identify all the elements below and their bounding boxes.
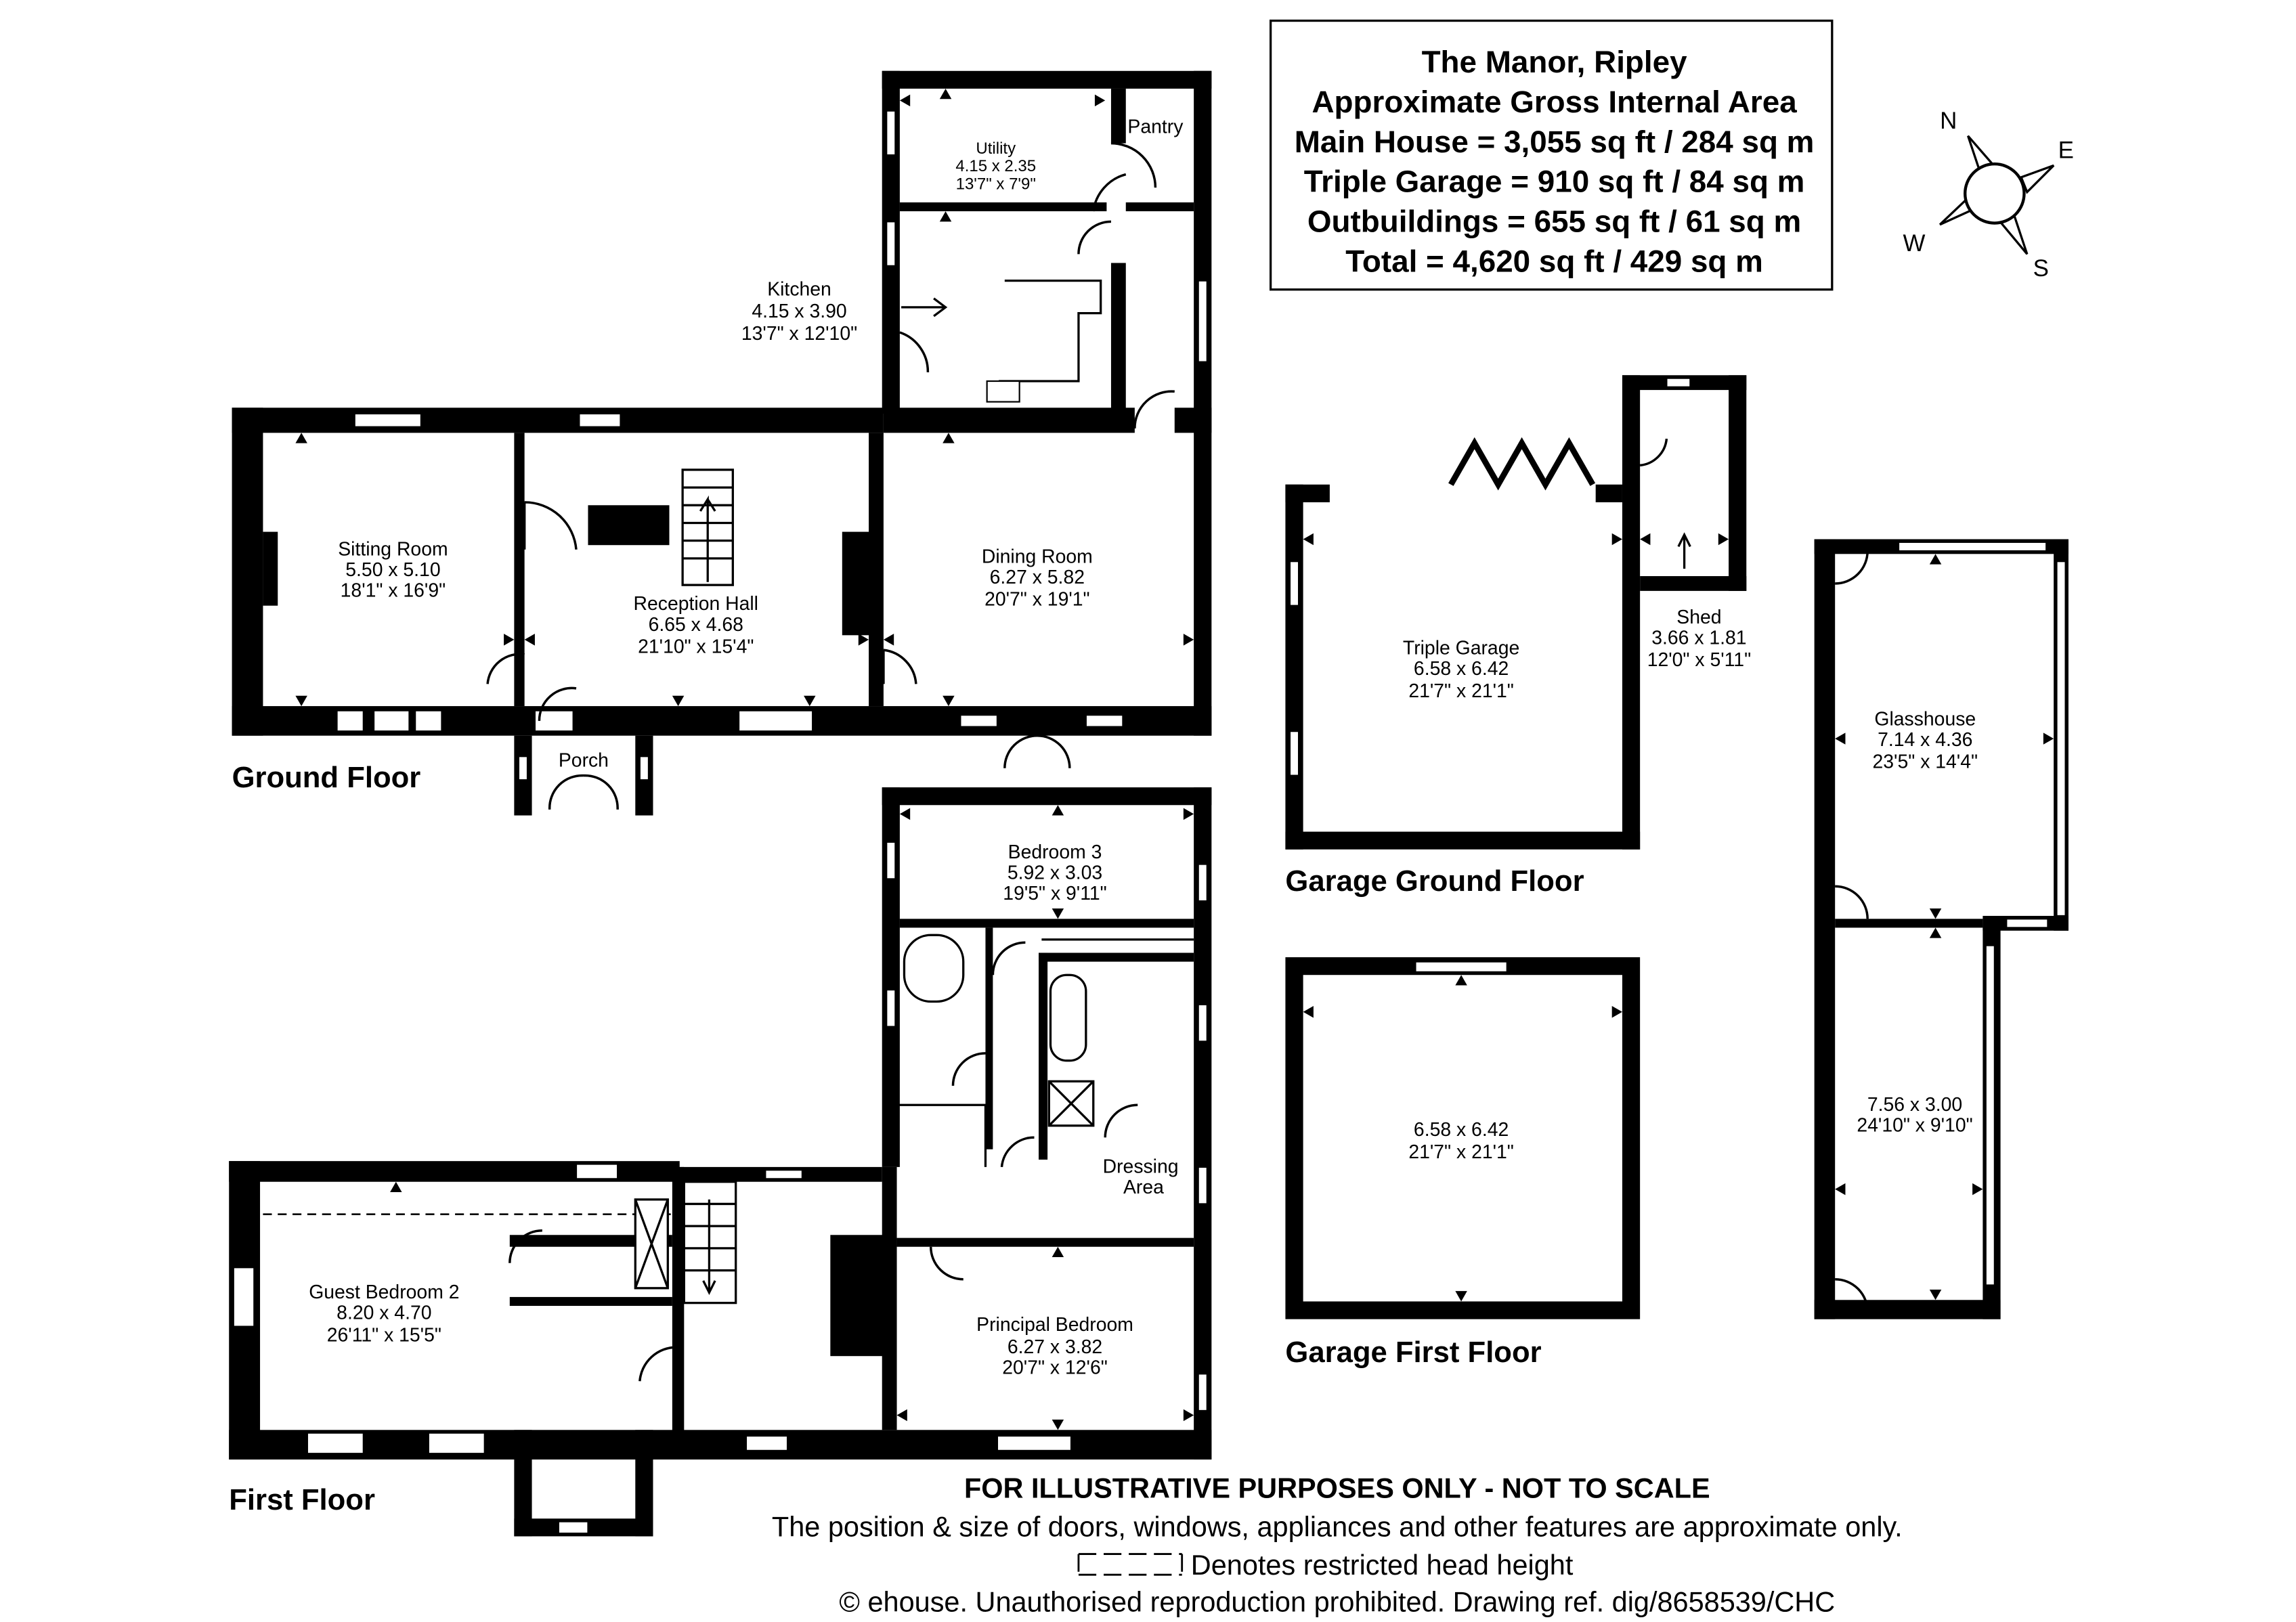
ground-floor-label: Ground Floor	[232, 761, 421, 794]
room-metric: 6.58 x 6.42	[1414, 1119, 1509, 1141]
room-garage-first-floor: 6.58 x 6.42 21'7" x 21'1"	[1408, 1119, 1514, 1163]
room-metric: 7.14 x 4.36	[1878, 729, 1972, 751]
restricted-head-height-legend-icon	[1077, 1553, 1184, 1576]
room-imperial: 19'5" x 9'11"	[1003, 883, 1106, 904]
room-porch: Porch	[559, 750, 609, 772]
room-metric: 5.92 x 3.03	[1008, 862, 1102, 883]
room-imperial: 21'7" x 21'1"	[1408, 680, 1514, 702]
room-imperial: 12'0" x 5'11"	[1647, 649, 1751, 671]
compass-south: S	[2033, 255, 2049, 282]
area-total: Total = 4,620 sq ft / 429 sq m	[1345, 244, 1763, 279]
room-utility: Utility 4.15 x 2.35 13'7" x 7'9"	[955, 139, 1036, 193]
room-imperial: 13'7" x 7'9"	[956, 175, 1036, 193]
ground-floor-plan: Ground Floor	[232, 70, 1212, 816]
room-imperial: 24'10" x 9'10"	[1857, 1115, 1972, 1137]
room-pantry: Pantry	[1127, 116, 1184, 137]
room-sitting-room: Sitting Room 5.50 x 5.10 18'1" x 16'9"	[338, 538, 448, 601]
room-imperial: 26'11" x 15'5"	[327, 1324, 441, 1346]
room-name: Utility	[976, 139, 1016, 158]
area-summary-box: The Manor, Ripley Approximate Gross Inte…	[1269, 19, 1834, 291]
area-outbuildings: Outbuildings = 655 sq ft / 61 sq m	[1307, 204, 1801, 239]
first-floor-label: First Floor	[229, 1483, 375, 1516]
restricted-head-height-legend: Denotes restricted head height	[1191, 1549, 1574, 1581]
room-name: Shed	[1676, 607, 1721, 628]
room-name: Reception Hall	[634, 593, 758, 615]
garage-first-floor-label: Garage First Floor	[1285, 1336, 1541, 1369]
room-name-line1: Dressing	[1103, 1156, 1179, 1178]
room-reception-hall: Reception Hall 6.65 x 4.68 21'10" x 15'4…	[634, 593, 758, 657]
plan-subtitle: Approximate Gross Internal Area	[1312, 85, 1797, 119]
garage-first-floor-plan: Garage First Floor	[1285, 957, 1641, 1369]
room-name: Principal Bedroom	[976, 1314, 1133, 1336]
room-metric: 3.66 x 1.81	[1651, 627, 1746, 649]
room-name: Dining Room	[982, 546, 1093, 567]
room-dining-room: Dining Room 6.27 x 5.82 20'7" x 19'1"	[982, 546, 1093, 610]
first-floor-plan: First Floor	[229, 787, 1212, 1537]
room-metric: 6.58 x 6.42	[1414, 658, 1509, 680]
room-metric: 8.20 x 4.70	[337, 1302, 431, 1324]
room-imperial: 21'7" x 21'1"	[1408, 1141, 1514, 1163]
room-imperial: 18'1" x 16'9"	[341, 580, 446, 602]
room-metric: 4.15 x 2.35	[955, 157, 1036, 175]
compass-north: N	[1940, 108, 1957, 134]
room-kitchen: Kitchen 4.15 x 3.90 13'7" x 12'10"	[741, 278, 857, 344]
room-dressing-area: Dressing Area	[1103, 1156, 1179, 1199]
room-imperial: 13'7" x 12'10"	[741, 323, 857, 345]
compass-east: E	[2058, 137, 2074, 164]
room-imperial: 23'5" x 14'4"	[1873, 751, 1978, 773]
plan-title: The Manor, Ripley	[1422, 45, 1688, 79]
area-main-house: Main House = 3,055 sq ft / 284 sq m	[1295, 125, 1815, 159]
room-metric: 6.27 x 3.82	[1008, 1336, 1102, 1358]
room-imperial: 20'7" x 19'1"	[984, 589, 1090, 611]
room-imperial: 21'10" x 15'4"	[638, 636, 754, 658]
disclaimer: FOR ILLUSTRATIVE PURPOSES ONLY - NOT TO …	[964, 1472, 1710, 1504]
copyright: © ehouse. Unauthorised reproduction proh…	[839, 1586, 1835, 1618]
approximation-note: The position & size of doors, windows, a…	[772, 1510, 1903, 1542]
room-principal-bedroom: Principal Bedroom 6.27 x 3.82 20'7" x 12…	[976, 1314, 1133, 1378]
room-metric: 6.65 x 4.68	[649, 614, 743, 636]
area-triple-garage: Triple Garage = 910 sq ft / 84 sq m	[1304, 165, 1805, 199]
room-name: Triple Garage	[1403, 638, 1519, 659]
room-name: Sitting Room	[338, 538, 448, 560]
room-metric: 7.56 x 3.00	[1867, 1094, 1962, 1116]
room-bedroom-3: Bedroom 3 5.92 x 3.03 19'5" x 9'11"	[1003, 841, 1106, 904]
room-metric: 6.27 x 5.82	[990, 567, 1085, 588]
room-name-line2: Area	[1123, 1177, 1164, 1198]
footer-notes: FOR ILLUSTRATIVE PURPOSES ONLY - NOT TO …	[772, 1472, 1903, 1618]
compass-icon: N E S W	[1903, 108, 2074, 282]
room-guest-bedroom-2: Guest Bedroom 2 8.20 x 4.70 26'11" x 15'…	[309, 1281, 459, 1346]
room-name: Bedroom 3	[1008, 841, 1102, 863]
garage-ground-floor-label: Garage Ground Floor	[1285, 864, 1584, 898]
room-name: Glasshouse	[1874, 708, 1976, 730]
room-name: Guest Bedroom 2	[309, 1281, 459, 1303]
room-imperial: 20'7" x 12'6"	[1002, 1357, 1108, 1378]
room-metric: 5.50 x 5.10	[345, 559, 440, 581]
outbuildings-plan	[1814, 539, 2068, 1319]
garage-ground-floor-plan: Garage Ground Floor	[1285, 375, 1747, 898]
room-name: Kitchen	[767, 278, 831, 300]
room-triple-garage: Triple Garage 6.58 x 6.42 21'7" x 21'1"	[1403, 638, 1519, 702]
compass-west: W	[1903, 230, 1926, 257]
room-shed: Shed 3.66 x 1.81 12'0" x 5'11"	[1647, 607, 1751, 671]
room-glasshouse: Glasshouse 7.14 x 4.36 23'5" x 14'4"	[1873, 708, 1978, 772]
room-metric: 4.15 x 3.90	[752, 301, 846, 322]
room-outbuilding: 7.56 x 3.00 24'10" x 9'10"	[1857, 1094, 1972, 1137]
